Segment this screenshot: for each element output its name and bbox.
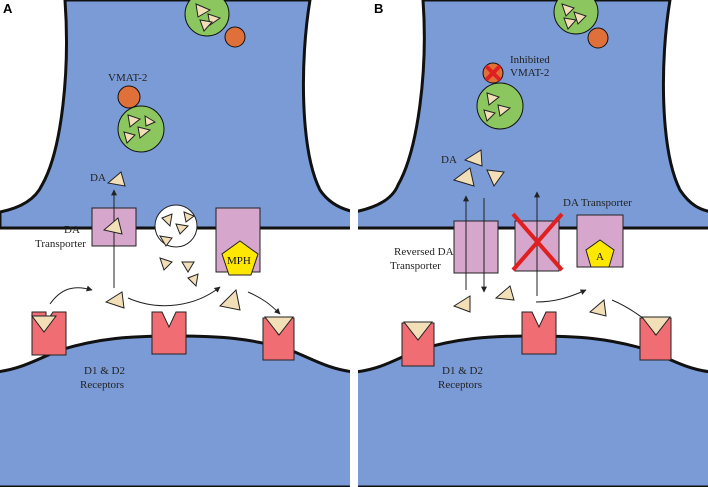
reversed-da-transporter — [453, 220, 499, 274]
dopamine-molecule — [497, 104, 512, 117]
receptor-right-a — [262, 316, 295, 361]
da-label: DA — [90, 172, 106, 184]
dopamine-molecule — [573, 11, 587, 25]
dopamine-molecule — [640, 316, 672, 336]
drug-label-a: A — [596, 251, 604, 263]
dopamine-molecule — [104, 291, 125, 309]
vmat2-label: VMAT-2 — [108, 72, 147, 84]
vmat2-transporter — [117, 85, 141, 109]
dopamine-molecule — [187, 273, 199, 288]
dopamine-molecule — [181, 261, 195, 273]
panel-a — [0, 0, 350, 487]
reuptake-arrow — [127, 286, 221, 307]
vmat2-transporter — [587, 27, 609, 49]
da-label-b: DA — [441, 154, 457, 166]
dopamine-molecule — [175, 223, 190, 235]
dopamine-molecule — [402, 321, 434, 341]
transporter-label-b: DA Transporter — [563, 197, 632, 209]
dopamine-molecule — [486, 169, 505, 188]
vesicle-top-a — [184, 0, 246, 48]
reuptake-arrow — [535, 289, 587, 303]
dopamine-molecule — [137, 126, 152, 139]
inhibited-label-2: VMAT-2 — [510, 67, 549, 79]
vmat2-transporter — [224, 26, 246, 48]
receptor-middle-b — [521, 311, 557, 355]
presynaptic-neuron — [358, 0, 708, 230]
dopamine-molecule — [561, 3, 575, 17]
inhibit-cross — [511, 212, 564, 272]
dopamine-molecule — [199, 19, 213, 32]
dopamine-molecule — [144, 115, 157, 127]
dopamine-molecule — [123, 131, 136, 144]
dopamine-molecule — [31, 315, 57, 333]
dopamine-molecule — [263, 316, 295, 336]
dopamine-molecule — [494, 285, 515, 301]
releasing-vesicle — [154, 204, 198, 248]
receptor-right-b — [639, 316, 672, 361]
binding-arrow — [247, 291, 281, 315]
transporter-label-2: Transporter — [35, 238, 86, 250]
dopamine-molecule — [159, 257, 173, 271]
presynaptic-neuron — [0, 0, 350, 230]
dopamine-molecule — [159, 235, 173, 247]
panel-letter-b: B — [374, 1, 383, 16]
dopamine-molecule — [106, 171, 126, 187]
vesicle-b — [476, 82, 524, 130]
receptor-left-b — [401, 321, 435, 367]
dopamine-molecule — [486, 92, 501, 106]
dopamine-molecule — [218, 288, 241, 311]
dopamine-molecule — [463, 149, 483, 167]
reversed-label-1: Reversed DA — [394, 246, 454, 258]
diffusion-arrow — [49, 285, 93, 305]
dopamine-molecule — [452, 295, 471, 313]
amphetamine-molecule — [585, 239, 615, 268]
panel-b — [358, 0, 708, 487]
dopamine-molecule — [588, 299, 607, 317]
dopamine-molecule — [195, 3, 212, 18]
inhibited-label-1: Inhibited — [510, 54, 550, 66]
reversed-label-2: Transporter — [390, 260, 441, 272]
inhibited-vmat2 — [482, 62, 504, 84]
receptors-label-1: D1 & D2 — [84, 365, 125, 377]
dopamine-molecule — [452, 167, 475, 187]
receptors-label-2: Receptors — [80, 379, 124, 391]
mph-molecule — [221, 240, 259, 276]
receptor-middle-a — [151, 311, 187, 355]
receptors-label-b2: Receptors — [438, 379, 482, 391]
dopamine-molecule — [102, 217, 123, 235]
receptors-label-b1: D1 & D2 — [442, 365, 483, 377]
dopamine-molecule — [563, 17, 577, 30]
drug-label-mph: MPH — [227, 255, 251, 267]
panel-letter-a: A — [3, 1, 13, 16]
postsynaptic-neuron — [0, 334, 350, 487]
transporter-label-1: DA — [64, 224, 80, 236]
dopamine-molecule — [183, 211, 196, 223]
dopamine-molecule — [483, 109, 496, 122]
vesicle-a — [117, 105, 165, 153]
dopamine-molecule — [161, 213, 173, 228]
receptor-left-a — [31, 311, 67, 356]
vesicle-top-b — [553, 0, 609, 49]
dopamine-molecule — [127, 114, 142, 128]
